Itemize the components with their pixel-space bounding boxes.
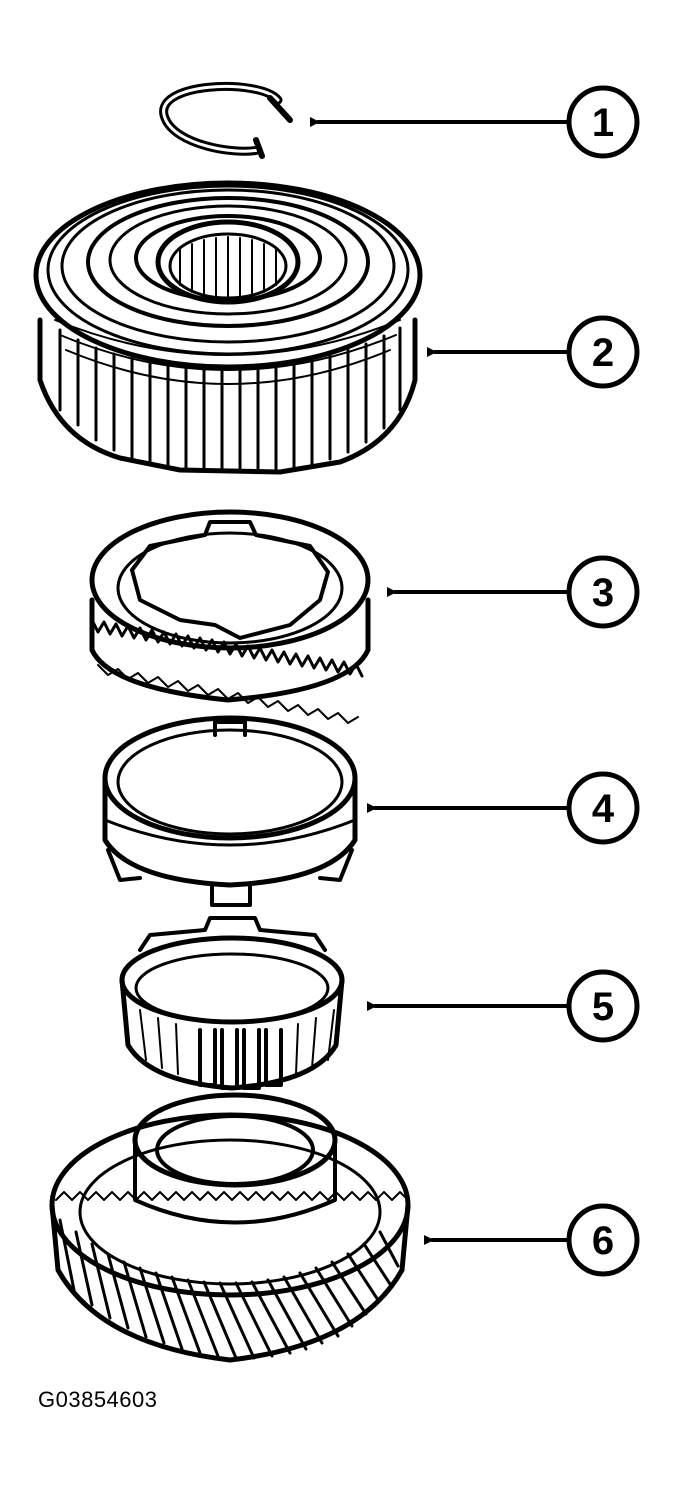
callout-number: 2: [592, 331, 614, 375]
callout-6: 6: [566, 1203, 640, 1277]
callout-1: 1: [566, 85, 640, 159]
part-3-outer-blocker-ring: [89, 509, 371, 724]
callout-number: 6: [592, 1219, 614, 1263]
part-6-helical-gear: [49, 1092, 411, 1363]
callout-number: 4: [592, 787, 615, 831]
callout-circle: [566, 85, 640, 159]
callout-number: 1: [592, 101, 614, 145]
callout-3: 3: [566, 555, 640, 629]
figure-id-label: G03854603: [38, 1387, 158, 1412]
part-5-inner-blocker-ring: [119, 916, 345, 1091]
callout-circle: [566, 771, 640, 845]
callout-4: 4: [566, 771, 640, 845]
callout-2: 2: [566, 315, 640, 389]
part-4-middle-cone-ring: [102, 715, 358, 907]
callout-number: 3: [592, 571, 614, 615]
callout-5: 5: [566, 969, 640, 1043]
callout-circle: [566, 315, 640, 389]
callout-circle: [566, 969, 640, 1043]
callout-circle: [566, 1203, 640, 1277]
callout-number: 5: [592, 985, 614, 1029]
leader-arrows: [310, 117, 570, 1245]
part-1-snap-ring: [159, 82, 293, 159]
callout-circle: [566, 555, 640, 629]
part-2-synchronizer-hub: [33, 180, 423, 475]
